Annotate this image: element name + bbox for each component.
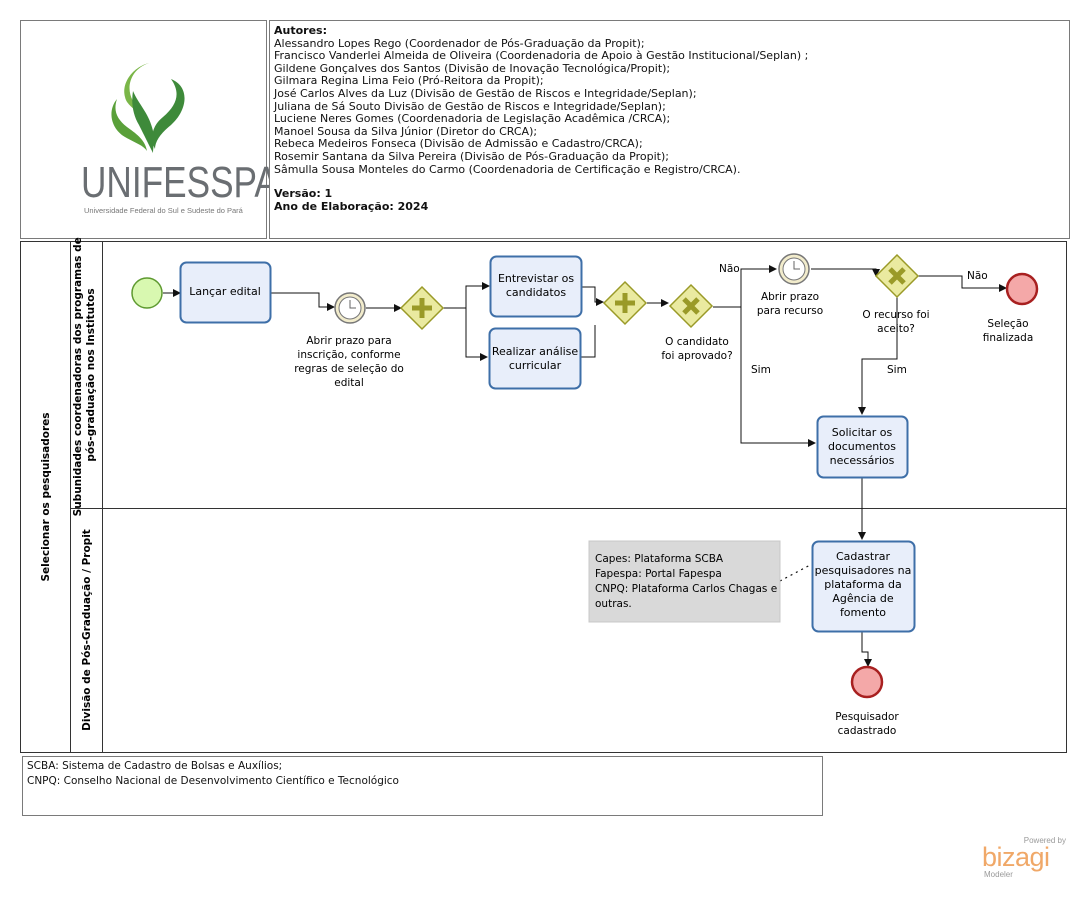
powered-by-label: Powered by	[1023, 836, 1066, 845]
flow-analise-to-join	[581, 325, 596, 358]
pool-name: Selecionar os pesquisadores	[40, 412, 52, 581]
author-line: Rosemir Santana da Silva Pereira (Divisã…	[274, 149, 669, 163]
parallel-gateway-join	[602, 280, 648, 326]
flow-label-sim-2: Sim	[887, 364, 907, 376]
lane-1-label: Subunidades coordenadoras dos programas …	[72, 234, 97, 517]
author-line: Manoel Sousa da Silva Júnior (Diretor do…	[274, 124, 538, 138]
logo-wordmark: UNIFESSPA	[81, 158, 278, 207]
author-line: José Carlos Alves da Luz (Divisão de Ges…	[274, 86, 697, 100]
authors-label: Autores:	[274, 24, 327, 37]
flow-label-nao-1: Não	[719, 263, 740, 275]
flow-cadastrar-to-end	[861, 632, 872, 667]
timer-event-inscricao	[334, 292, 366, 324]
lane-2-label: Divisão de Pós-Graduação / Propit	[81, 529, 93, 731]
authors-panel: Autores: Alessandro Lopes Rego (Coordena…	[269, 20, 1070, 239]
svg-text:Lançar edital: Lançar edital	[189, 285, 261, 298]
bizagi-logo: bizagi	[982, 842, 1050, 872]
author-line: Sâmulla Sousa Monteles do Carmo (Coorden…	[274, 162, 741, 176]
logo-subtitle: Universidade Federal do Sul e Sudeste do…	[84, 206, 243, 215]
modeler-label: Modeler	[984, 870, 1013, 879]
year-label: Ano de Elaboração: 2024	[274, 199, 429, 213]
author-line: Rebeca Medeiros Fonseca (Divisão de Admi…	[274, 137, 643, 151]
flow-label-nao-2: Não	[967, 270, 988, 282]
flow-recurso-nao-to-end	[918, 275, 1007, 292]
annotation-association	[779, 563, 813, 582]
glossary-line: CNPQ: Conselho Nacional de Desenvolvimen…	[27, 775, 399, 787]
flow-sim-to-solicitar	[740, 307, 816, 447]
process-diagram: Selecionar os pesquisadores Subunidades …	[20, 234, 1067, 753]
flow-nao-to-timer2	[713, 265, 777, 308]
author-line: Luciene Neres Gomes (Coordenadoria de Le…	[274, 112, 671, 126]
exclusive-gateway-recurso	[874, 253, 920, 299]
author-line: Francisco Vanderlei Almeida de Oliveira …	[274, 49, 809, 63]
author-line: Juliana de Sá Souto Divisão de Gestão de…	[274, 99, 666, 113]
flow-timer2-to-recurso	[811, 268, 880, 277]
flow-recurso-sim-to-solicitar	[858, 297, 898, 415]
pool-frame	[20, 241, 1067, 753]
flow-entrevistar-to-join	[582, 286, 604, 306]
glossary-panel: SCBA: Sistema de Cadastro de Bolsas e Au…	[22, 756, 823, 816]
logo-leaf-icon	[111, 63, 185, 153]
timer-event-recurso	[778, 253, 810, 285]
author-line: Gilmara Regina Lima Feio (Pró-Reitora da…	[274, 74, 544, 88]
end-event-pesquisador	[850, 665, 884, 699]
flow-label-sim-1: Sim	[751, 364, 771, 376]
glossary-line: SCBA: Sistema de Cadastro de Bolsas e Au…	[27, 760, 283, 772]
version-label: Versão: 1	[274, 187, 333, 201]
bizagi-branding: Powered by bizagi Modeler	[980, 836, 1070, 882]
author-line: Alessandro Lopes Rego (Coordenador de Pó…	[274, 36, 645, 50]
logo-panel: UNIFESSPA Universidade Federal do Sul e …	[20, 20, 278, 239]
flow-parallel-to-analise	[443, 307, 488, 361]
start-event	[131, 277, 163, 309]
end-event-selecao	[1005, 272, 1039, 306]
task-lancar-edital: Lançar edital	[179, 261, 272, 324]
parallel-gateway-split	[399, 285, 445, 331]
exclusive-gateway-aprovado	[668, 283, 714, 329]
flow-lancar-to-timer1	[271, 292, 335, 311]
author-line: Gildene Gonçalves dos Santos (Divisão de…	[274, 61, 671, 75]
